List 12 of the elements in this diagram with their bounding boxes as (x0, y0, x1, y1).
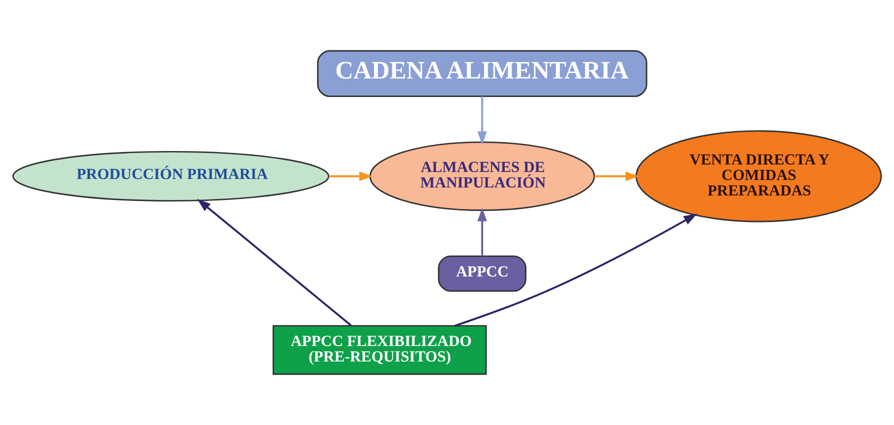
node-box: APPCC FLEXIBILIZADO (PRE-REQUISITOS) (272, 325, 487, 375)
arrow (477, 96, 487, 145)
arrow (328, 172, 373, 181)
node-box: CADENA ALIMENTARIA (317, 50, 648, 98)
arrow (454, 214, 698, 327)
node-ellipse: VENTA DIRECTA Y COMIDAS PREPARADAS (636, 130, 882, 222)
arrow (594, 172, 640, 181)
node-ellipse: ALMACENES DE MANIPULACIÓN (369, 141, 595, 211)
arrow (197, 198, 352, 326)
node-box: APPCC (438, 255, 526, 292)
arrow (477, 208, 487, 256)
node-ellipse: PRODUCCIÓN PRIMARIA (12, 150, 330, 202)
